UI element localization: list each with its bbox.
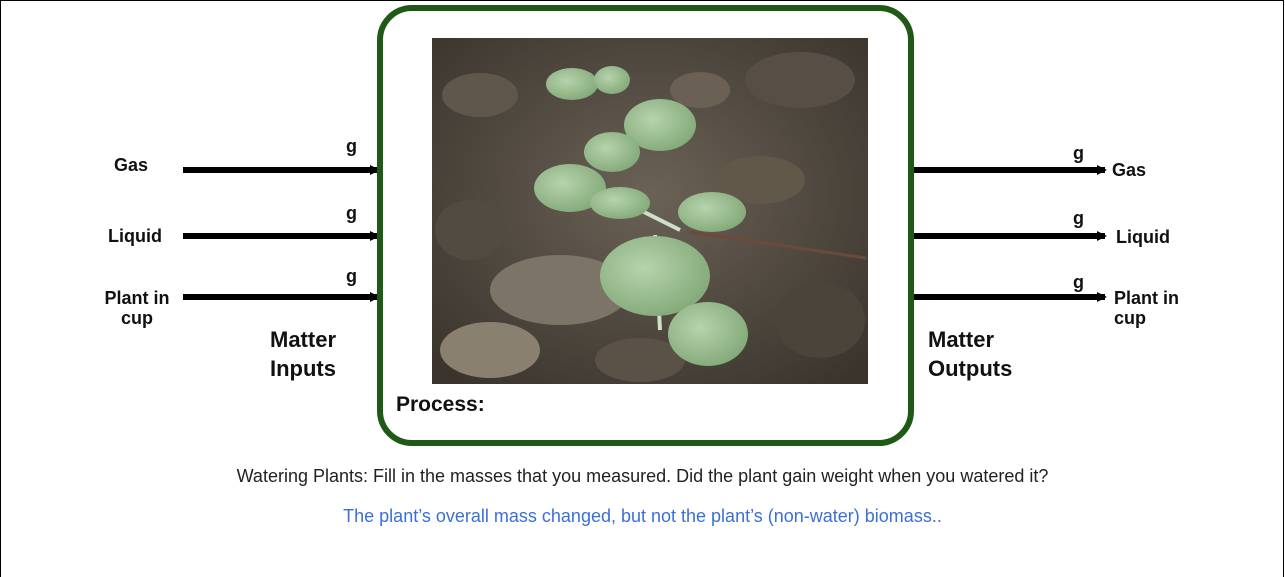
input-gas-unit: g	[346, 136, 357, 157]
answer-text: The plant’s overall mass changed, but no…	[0, 506, 1285, 527]
output-liquid-unit: g	[1073, 208, 1084, 229]
input-liquid-unit: g	[346, 203, 357, 224]
output-gas-label: Gas	[1112, 160, 1146, 180]
question-text: Watering Plants: Fill in the masses that…	[0, 466, 1285, 487]
matter-outputs-title: Matter Outputs	[928, 325, 1038, 383]
plant-photo	[432, 38, 868, 384]
input-gas-label: Gas	[114, 155, 148, 175]
output-liquid-label: Liquid	[1116, 227, 1170, 247]
input-liquid-label: Liquid	[108, 226, 162, 246]
process-label: Process:	[396, 395, 485, 415]
output-plant-label: Plant in cup	[1114, 288, 1204, 328]
output-gas-unit: g	[1073, 143, 1084, 164]
matter-inputs-title: Matter Inputs	[270, 325, 370, 383]
output-plant-unit: g	[1073, 272, 1084, 293]
input-plant-label: Plant in cup	[92, 288, 182, 328]
input-plant-unit: g	[346, 266, 357, 287]
